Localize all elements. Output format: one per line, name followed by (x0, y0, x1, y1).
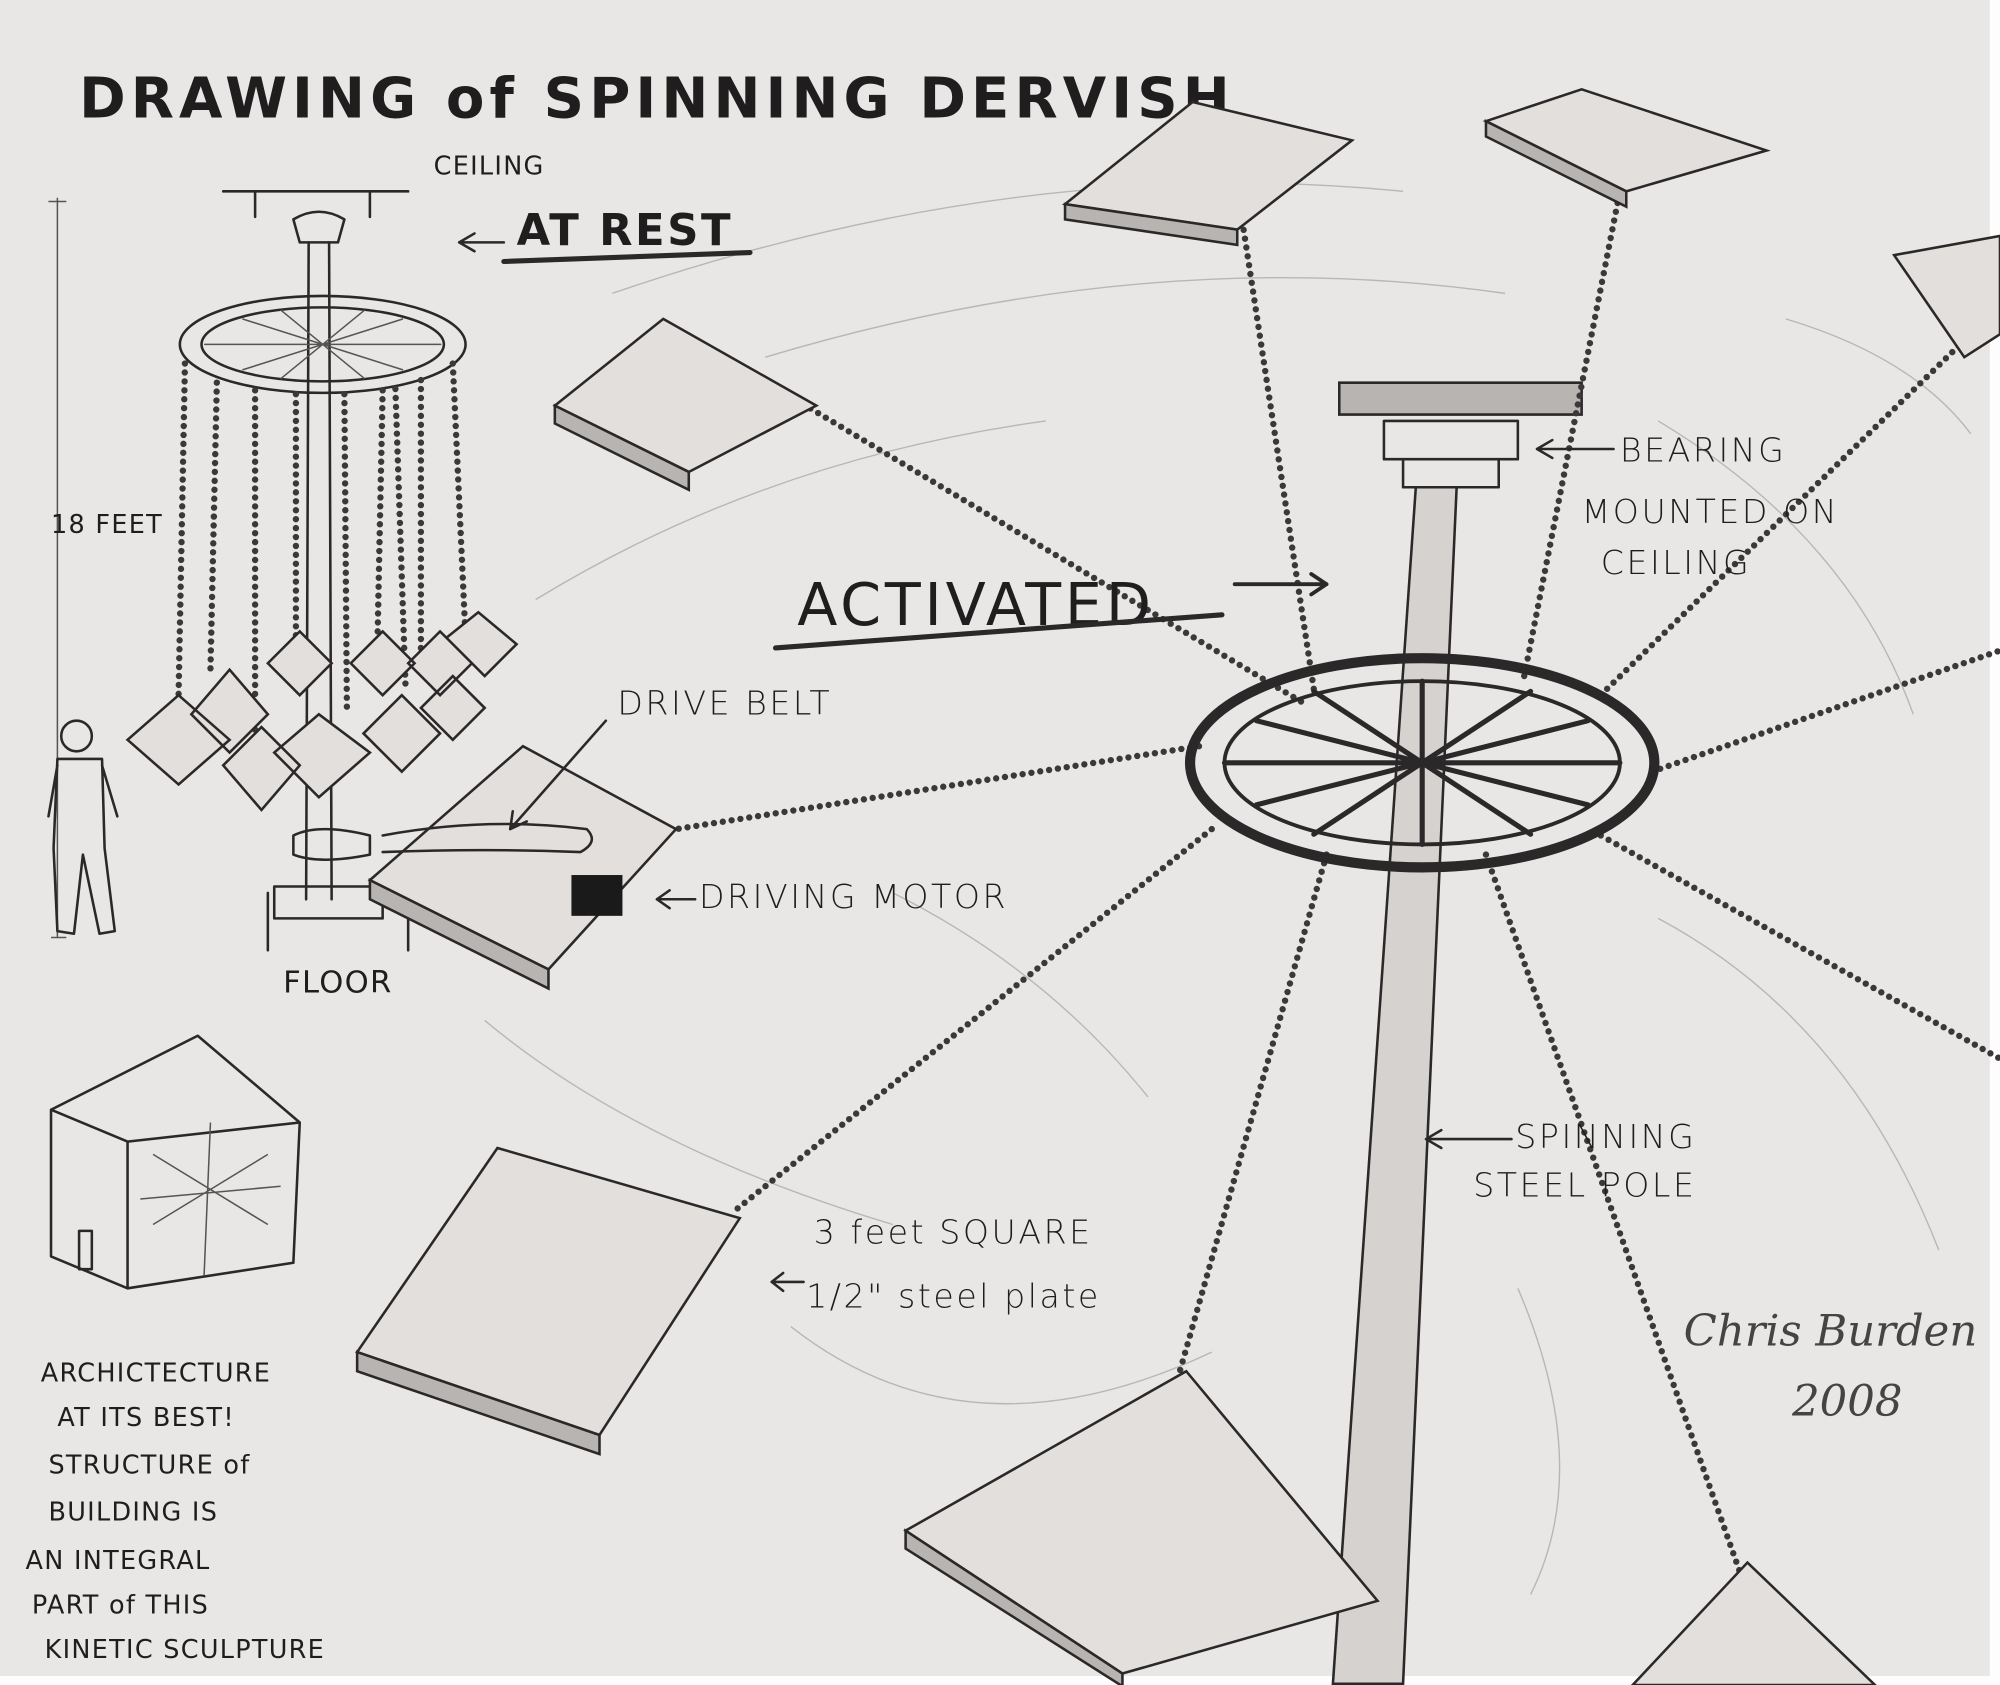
motor-icon (571, 875, 623, 916)
activated-label: ACTIVATED (797, 571, 1155, 639)
note-line: STRUCTURE of (48, 1450, 250, 1480)
signature-year: 2008 (1791, 1377, 1902, 1427)
arrow-icon (457, 232, 506, 253)
pole-label-line2: STEEL POLE (1473, 1165, 1696, 1204)
note-line: ARCHICTECTURE (41, 1358, 271, 1388)
bearing-label-line2: MOUNTED ON (1582, 492, 1839, 531)
note-line: BUILDING IS (48, 1497, 218, 1527)
height-label: 18 FEET (51, 510, 163, 540)
arrow-icon (1424, 1128, 1513, 1150)
note-line: AN INTEGRAL (26, 1546, 211, 1576)
arrow-icon (1232, 572, 1329, 597)
ceiling-label: CEILING (434, 152, 545, 182)
note-line: AT ITS BEST! (57, 1403, 234, 1433)
floor-label: FLOOR (283, 965, 392, 1000)
plate-label-line1: 3 feet SQUARE (814, 1213, 1093, 1252)
drive-belt-label: DRIVE BELT (617, 683, 832, 722)
drive-belt (381, 822, 594, 854)
at-rest-label: AT REST (517, 206, 734, 256)
arrow-icon (770, 1271, 805, 1293)
building-sketch (49, 1034, 302, 1290)
driving-motor-label: DRIVING MOTOR (699, 877, 1008, 916)
plate-label-line2: 1/2" steel plate (806, 1276, 1101, 1315)
artist-signature: Chris Burden (1684, 1307, 1978, 1357)
arrow-icon (655, 889, 697, 910)
activated-drawing (355, 87, 2000, 1685)
architecture-note: ARCHICTECTURE AT ITS BEST! STRUCTURE of … (26, 1358, 325, 1665)
pole-label-line1: SPINNING (1515, 1117, 1696, 1156)
at-rest-drawing (47, 190, 519, 952)
bearing-label-line1: BEARING (1620, 431, 1787, 470)
person-figure (47, 719, 119, 935)
arrow-icon (508, 719, 608, 831)
bearing-label-line3: CEILING (1601, 543, 1751, 582)
note-line: PART of THIS (32, 1591, 209, 1621)
arrow-icon (1535, 438, 1615, 460)
drawing-title: DRAWING of SPINNING DERVISH (79, 66, 1235, 131)
note-line: KINETIC SCULPTURE (45, 1635, 325, 1665)
